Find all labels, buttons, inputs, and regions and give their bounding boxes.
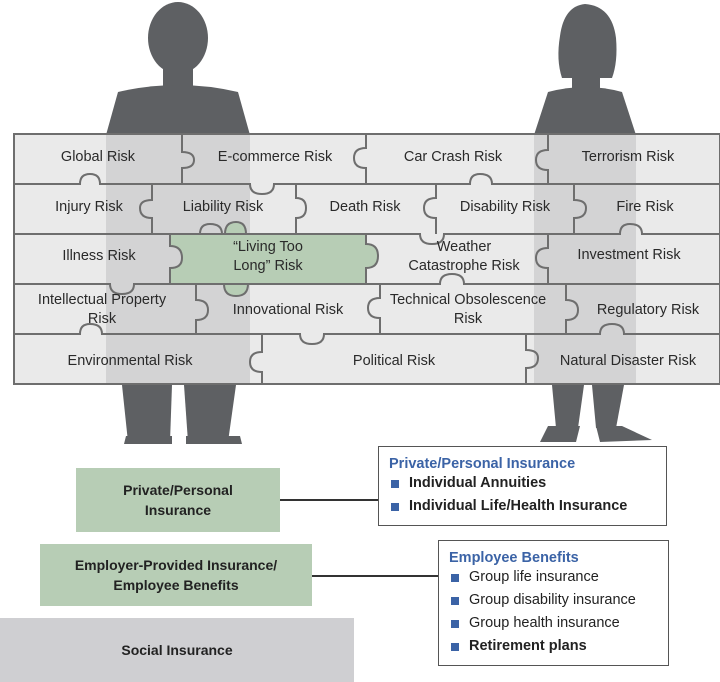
risk-fire: Fire Risk	[616, 198, 674, 215]
risk-tech-line2: Risk	[453, 311, 483, 327]
tier-employer-line1: Employer-Provided Insurance/	[74, 557, 278, 573]
risk-ip-line2: Risk	[87, 311, 117, 327]
bullet-square-icon	[451, 574, 459, 582]
risk-living-too-long-line2: Long” Risk	[233, 258, 303, 274]
risk-living-too-long: “Living Too Long” Risk	[170, 236, 366, 278]
list-item: Retirement plans	[449, 635, 658, 658]
risk-weather-line2: Catastrophe Risk	[408, 258, 520, 274]
risk-car-crash: Car Crash Risk	[403, 148, 503, 165]
connector-benefits	[312, 575, 438, 577]
risk-regulatory: Regulatory Risk	[596, 301, 700, 318]
risk-tech-line1: Technical Obsolescence	[389, 292, 547, 308]
bullet-square-icon	[451, 643, 459, 651]
risk-ecommerce: E-commerce Risk	[217, 148, 333, 165]
risk-technical-obsolescence: Technical Obsolescence Risk	[372, 289, 564, 331]
list-item-text: Group disability insurance	[469, 592, 636, 608]
list-item: Individual Annuities	[389, 472, 656, 495]
list-item-text: Group health insurance	[469, 615, 620, 631]
risk-weather-catastrophe: Weather Catastrophe Risk	[380, 236, 548, 278]
risk-intellectual-property: Intellectual Property Risk	[14, 289, 190, 331]
tier-private-line2: Insurance	[144, 502, 212, 518]
list-item: Group disability insurance	[449, 589, 658, 612]
private-box-title: Private/Personal Insurance	[389, 456, 576, 472]
tier-social-insurance: Social Insurance	[0, 618, 354, 682]
risk-disability: Disability Risk	[459, 198, 551, 215]
tier-private-personal: Private/Personal Insurance	[76, 468, 280, 532]
risk-innovational: Innovational Risk	[232, 301, 344, 318]
risk-political: Political Risk	[352, 352, 436, 369]
private-box-list: Individual Annuities Individual Life/Hea…	[389, 472, 656, 518]
list-item-text: Individual Life/Health Insurance	[409, 498, 628, 514]
risk-weather-line1: Weather	[436, 239, 492, 255]
benefits-box-title: Employee Benefits	[449, 550, 579, 566]
list-item-text: Retirement plans	[469, 638, 587, 654]
bullet-square-icon	[451, 597, 459, 605]
bullet-square-icon	[451, 620, 459, 628]
risk-death: Death Risk	[329, 198, 401, 215]
employee-benefits-box: Employee Benefits Group life insurance G…	[438, 540, 669, 666]
risk-ip-line1: Intellectual Property	[37, 292, 167, 308]
list-item: Group life insurance	[449, 566, 658, 589]
risk-environmental: Environmental Risk	[67, 352, 193, 369]
benefits-box-list: Group life insurance Group disability in…	[449, 566, 658, 658]
private-insurance-box: Private/Personal Insurance Individual An…	[378, 446, 667, 526]
tier-employer-provided: Employer-Provided Insurance/ Employee Be…	[40, 544, 312, 606]
list-item: Group health insurance	[449, 612, 658, 635]
tier-employer-line2: Employee Benefits	[113, 577, 239, 593]
risk-illness: Illness Risk	[62, 247, 136, 264]
list-item: Individual Life/Health Insurance	[389, 495, 656, 518]
list-item-text: Individual Annuities	[409, 475, 547, 491]
risk-living-too-long-line1: “Living Too	[233, 239, 303, 255]
risk-liability: Liability Risk	[182, 198, 264, 215]
risk-global: Global Risk	[60, 148, 136, 165]
tier-private-line1: Private/Personal	[123, 482, 233, 498]
connector-private	[280, 499, 378, 501]
risk-natural-disaster: Natural Disaster Risk	[559, 352, 697, 369]
list-item-text: Group life insurance	[469, 569, 599, 585]
bullet-square-icon	[391, 503, 399, 511]
risk-investment: Investment Risk	[577, 246, 681, 263]
risk-injury: Injury Risk	[55, 198, 123, 215]
risk-terrorism: Terrorism Risk	[581, 148, 675, 165]
bullet-square-icon	[391, 480, 399, 488]
